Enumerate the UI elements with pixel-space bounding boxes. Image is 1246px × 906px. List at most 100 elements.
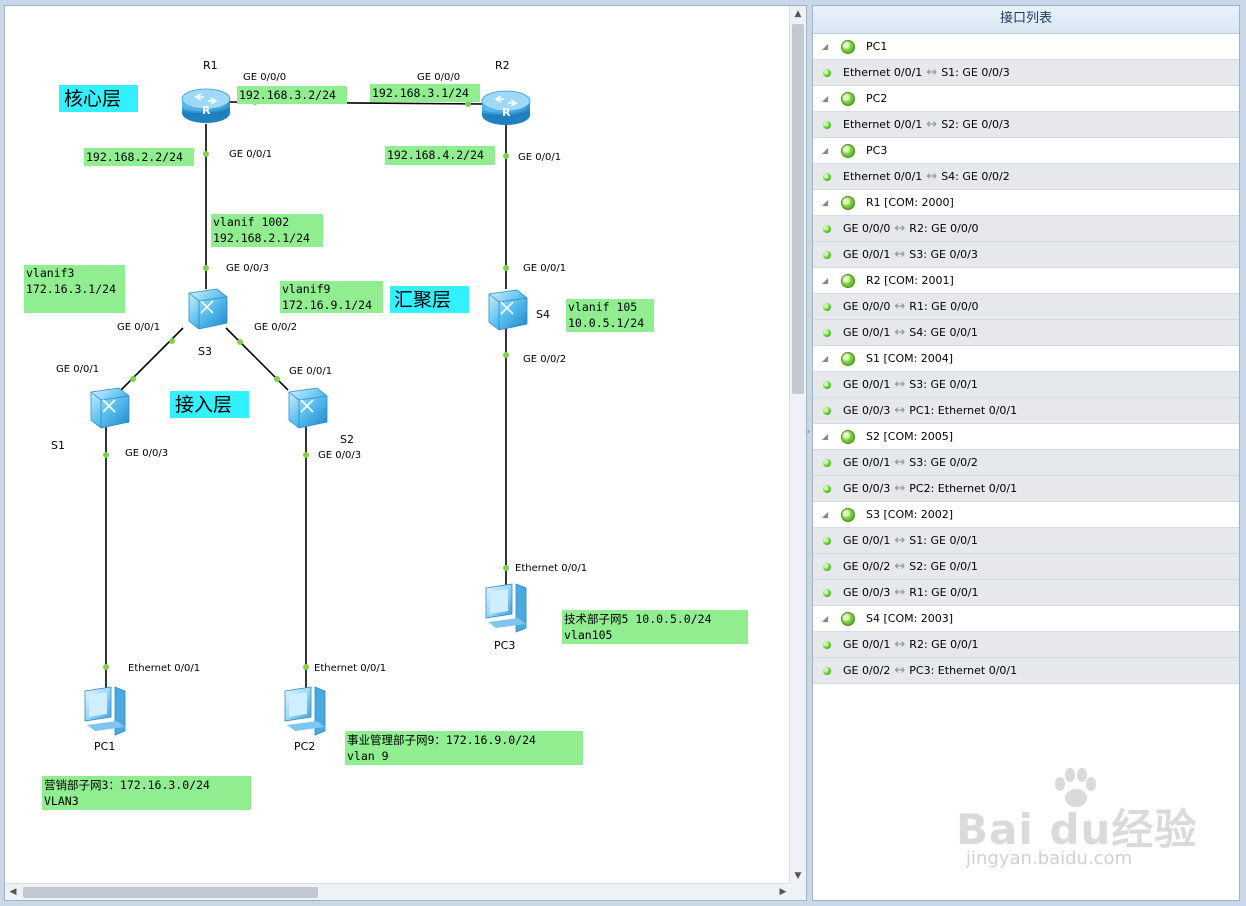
device-s3[interactable] xyxy=(188,288,228,330)
link-status-icon xyxy=(823,303,831,311)
scroll-right-icon[interactable]: ▶ xyxy=(779,887,787,897)
ip-label: vlanif 105 xyxy=(568,300,637,314)
interface-link-row[interactable]: GE 0/0/1↔S4: GE 0/0/1 xyxy=(813,320,1239,346)
device-pc2[interactable] xyxy=(284,686,326,736)
device-name: PC3 xyxy=(866,144,888,157)
panel-title: 接口列表 xyxy=(813,6,1239,34)
remote-port: S3: GE 0/0/1 xyxy=(909,378,978,391)
interface-link-row[interactable]: GE 0/0/1↔S3: GE 0/0/2 xyxy=(813,450,1239,476)
bidirectional-arrow-icon: ↔ xyxy=(894,533,906,548)
scroll-corner xyxy=(789,883,806,900)
interface-link-row[interactable]: Ethernet 0/0/1↔S4: GE 0/0/2 xyxy=(813,164,1239,190)
interface-link-row[interactable]: GE 0/0/1↔R2: GE 0/0/1 xyxy=(813,632,1239,658)
status-ball-icon xyxy=(841,40,855,54)
interface-device-row[interactable]: ◢PC1 xyxy=(813,34,1239,60)
link-text: Ethernet 0/0/1↔S2: GE 0/0/3 xyxy=(843,112,1010,138)
local-port: Ethernet 0/0/1 xyxy=(843,66,923,79)
link-status-icon xyxy=(823,69,831,77)
interface-device-row[interactable]: ◢ S1 [COM: 2004] xyxy=(813,346,1239,372)
interface-link-row[interactable]: GE 0/0/2↔PC3: Ethernet 0/0/1 xyxy=(813,658,1239,684)
device-label-pc1: PC1 xyxy=(94,740,115,753)
interface-link-row[interactable]: GE 0/0/0↔R2: GE 0/0/0 xyxy=(813,216,1239,242)
remote-port: S2: GE 0/0/1 xyxy=(909,560,978,573)
device-name: S3 [COM: 2002] xyxy=(866,508,954,521)
device-s2[interactable] xyxy=(288,387,328,429)
device-label-r2: R2 xyxy=(495,59,510,72)
interface-link-row[interactable]: GE 0/0/3↔PC2: Ethernet 0/0/1 xyxy=(813,476,1239,502)
port-label: GE 0/0/1 xyxy=(518,152,561,163)
remote-port: PC2: Ethernet 0/0/1 xyxy=(909,482,1018,495)
interface-device-row[interactable]: ◢R2 [COM: 2001] xyxy=(813,268,1239,294)
topology-diagram[interactable]: 核心层 汇聚层 接入层 192.168.3.2/24 192.168.3.1/2… xyxy=(5,6,791,884)
interface-link-row[interactable]: GE 0/0/1↔S3: GE 0/0/1 xyxy=(813,372,1239,398)
layer-label-core: 核心层 xyxy=(64,88,121,110)
vertical-scroll-thumb[interactable] xyxy=(792,24,804,394)
ip-label: 事业管理部子网9：172.16.9.0/24 xyxy=(347,733,536,747)
interface-link-row[interactable]: GE 0/0/2↔S2: GE 0/0/1 xyxy=(813,554,1239,580)
interface-device-row[interactable]: ◢PC2 xyxy=(813,86,1239,112)
horizontal-scrollbar[interactable]: ◀ ▶ xyxy=(5,883,791,900)
remote-port: R2: GE 0/0/1 xyxy=(909,638,979,651)
expand-triangle-icon[interactable]: ◢ xyxy=(822,146,829,155)
switch-icon xyxy=(200,300,214,314)
scroll-up-icon[interactable]: ▲ xyxy=(794,9,802,19)
port-dot xyxy=(303,452,309,458)
interface-link-row[interactable]: GE 0/0/1↔S1: GE 0/0/1 xyxy=(813,528,1239,554)
vertical-scrollbar[interactable]: ▲ ▼ xyxy=(789,6,806,884)
port-label: GE 0/0/1 xyxy=(229,149,272,160)
port-label: Ethernet 0/0/1 xyxy=(515,563,587,574)
expand-triangle-icon[interactable]: ◢ xyxy=(822,614,829,623)
interface-link-row[interactable]: GE 0/0/1↔S3: GE 0/0/3 xyxy=(813,242,1239,268)
port-label: GE 0/0/1 xyxy=(56,364,99,375)
scroll-left-icon[interactable]: ◀ xyxy=(9,887,17,897)
link-status-icon xyxy=(823,537,831,545)
horizontal-scroll-thumb[interactable] xyxy=(23,887,318,898)
remote-port: S1: GE 0/0/1 xyxy=(909,534,978,547)
device-r1[interactable]: R xyxy=(181,88,231,123)
interface-link-row[interactable]: Ethernet 0/0/1↔S1: GE 0/0/3 xyxy=(813,60,1239,86)
device-name: S1 [COM: 2004] xyxy=(866,352,954,365)
expand-triangle-icon[interactable]: ◢ xyxy=(822,198,829,207)
link-text: GE 0/0/1↔S3: GE 0/0/1 xyxy=(843,372,978,398)
device-pc3[interactable] xyxy=(485,583,527,633)
link-text: GE 0/0/3↔PC2: Ethernet 0/0/1 xyxy=(843,476,1017,502)
interface-device-row[interactable]: ◢R1 [COM: 2000] xyxy=(813,190,1239,216)
expand-triangle-icon[interactable]: ◢ xyxy=(822,276,829,285)
device-s1[interactable] xyxy=(90,387,130,429)
remote-port: S2: GE 0/0/3 xyxy=(941,118,1010,131)
interface-device-row[interactable]: ◢ S2 [COM: 2005] xyxy=(813,424,1239,450)
device-label-s4: S4 xyxy=(536,308,550,321)
status-ball-icon xyxy=(841,274,855,288)
interface-link-row[interactable]: GE 0/0/3↔R1: GE 0/0/1 xyxy=(813,580,1239,606)
bidirectional-arrow-icon: ↔ xyxy=(926,169,938,184)
remote-port: S4: GE 0/0/1 xyxy=(909,326,978,339)
device-r2[interactable]: R xyxy=(481,90,531,125)
ip-label: 10.0.5.1/24 xyxy=(568,316,644,330)
port-dot xyxy=(103,664,109,670)
port-label: GE 0/0/1 xyxy=(289,366,332,377)
interface-device-row[interactable]: ◢ PC3 xyxy=(813,138,1239,164)
expand-triangle-icon[interactable]: ◢ xyxy=(822,42,829,51)
device-name: S4 [COM: 2003] xyxy=(866,612,954,625)
device-name: S2 [COM: 2005] xyxy=(866,430,954,443)
interface-device-row[interactable]: ◢ S3 [COM: 2002] xyxy=(813,502,1239,528)
link-status-icon xyxy=(823,173,831,181)
splitter-grip-icon[interactable]: › xyxy=(807,427,811,436)
scroll-down-icon[interactable]: ▼ xyxy=(794,871,802,881)
ip-label: 192.168.3.1/24 xyxy=(372,86,469,100)
expand-triangle-icon[interactable]: ◢ xyxy=(822,432,829,441)
interface-link-row[interactable]: GE 0/0/3↔PC1: Ethernet 0/0/1 xyxy=(813,398,1239,424)
interface-link-row[interactable]: Ethernet 0/0/1↔S2: GE 0/0/3 xyxy=(813,112,1239,138)
local-port: GE 0/0/1 xyxy=(843,534,891,547)
expand-triangle-icon[interactable]: ◢ xyxy=(822,510,829,519)
panel-splitter[interactable]: › xyxy=(807,5,812,901)
expand-triangle-icon[interactable]: ◢ xyxy=(822,354,829,363)
device-label-s2: S2 xyxy=(340,433,354,446)
topology-canvas[interactable]: 核心层 汇聚层 接入层 192.168.3.2/24 192.168.3.1/2… xyxy=(4,5,807,901)
interface-link-row[interactable]: GE 0/0/0↔R1: GE 0/0/0 xyxy=(813,294,1239,320)
interface-device-row[interactable]: ◢ S4 [COM: 2003] xyxy=(813,606,1239,632)
device-pc1[interactable] xyxy=(84,686,126,736)
expand-triangle-icon[interactable]: ◢ xyxy=(822,94,829,103)
status-ball-icon xyxy=(841,508,855,522)
device-s4[interactable] xyxy=(488,289,528,331)
